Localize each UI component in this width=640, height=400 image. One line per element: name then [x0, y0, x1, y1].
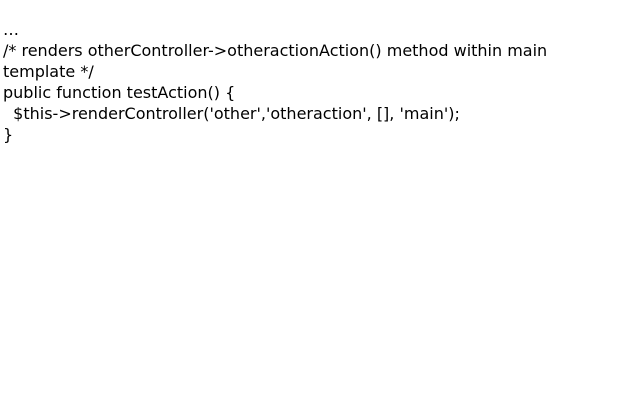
- code-snippet: … /* renders otherController->otheractio…: [3, 19, 635, 145]
- code-line-function-signature: public function testAction() {: [3, 83, 236, 102]
- code-line-ellipsis: …: [3, 20, 19, 39]
- code-line-comment-start: /* renders otherController->otheractionA…: [3, 41, 548, 60]
- code-line-comment-end: template */: [3, 62, 94, 81]
- code-line-function-body: $this->renderController('other','otherac…: [3, 104, 460, 123]
- code-line-closing-brace: }: [3, 125, 14, 144]
